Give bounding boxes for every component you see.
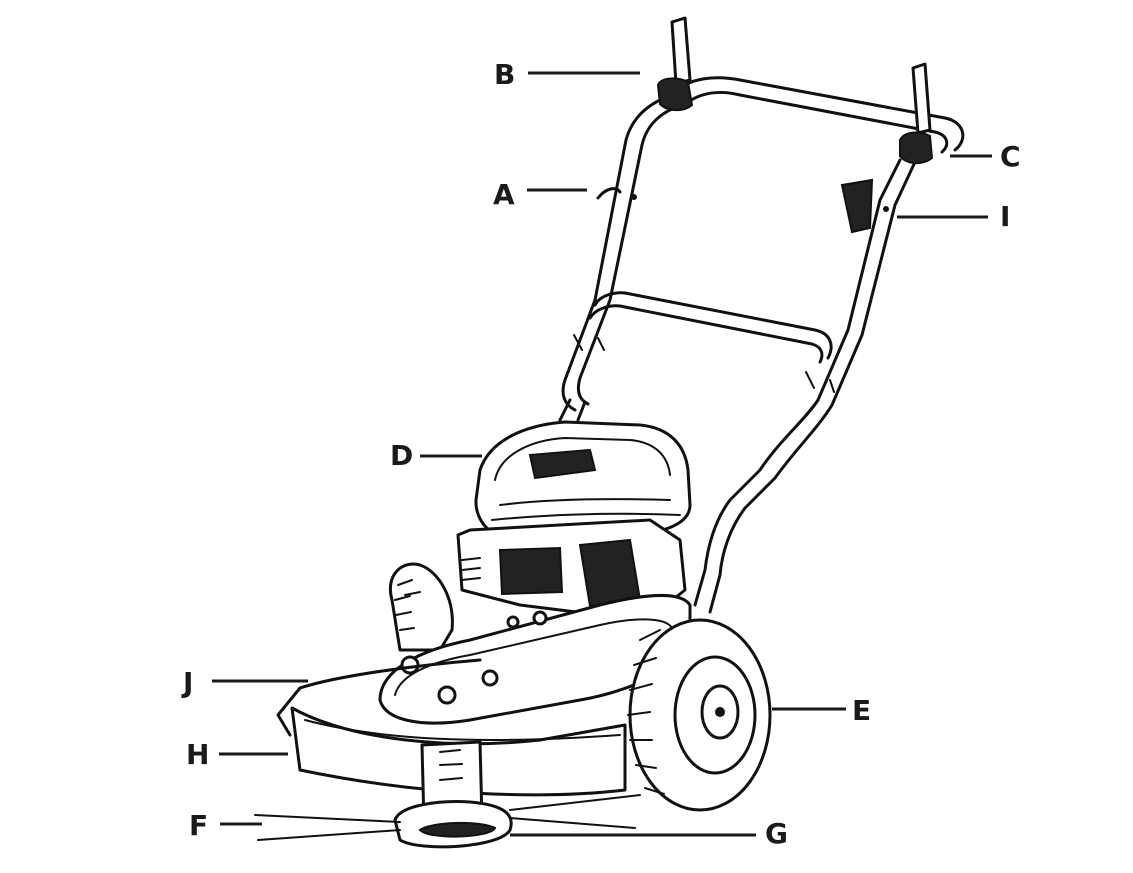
label-F: F [189, 809, 208, 842]
trimmer-head [254, 740, 641, 849]
callout-E: E [772, 694, 871, 727]
front-wheel [627, 618, 772, 812]
throttle-grips [656, 16, 934, 164]
label-J: J [181, 666, 193, 699]
callout-I: I [897, 200, 1010, 233]
callout-F: F [189, 809, 262, 842]
callout-B: B [494, 58, 640, 91]
label-C: C [1000, 140, 1021, 173]
trimmer-illustration [254, 16, 965, 849]
label-B: B [494, 58, 515, 91]
callout-G: G [510, 817, 788, 850]
label-I: I [1000, 200, 1010, 233]
callout-A: A [493, 178, 587, 211]
label-G: G [765, 817, 788, 850]
callout-D: D [390, 439, 482, 472]
label-E: E [852, 694, 871, 727]
label-H: H [186, 738, 209, 771]
callout-C: C [950, 140, 1021, 173]
rear-wheel [389, 562, 454, 652]
engine [456, 420, 692, 617]
control-levers [573, 178, 889, 393]
callout-J: J [181, 666, 308, 699]
handle-frame [558, 76, 965, 614]
label-A: A [493, 178, 515, 211]
callout-H: H [186, 738, 288, 771]
label-D: D [390, 439, 413, 472]
